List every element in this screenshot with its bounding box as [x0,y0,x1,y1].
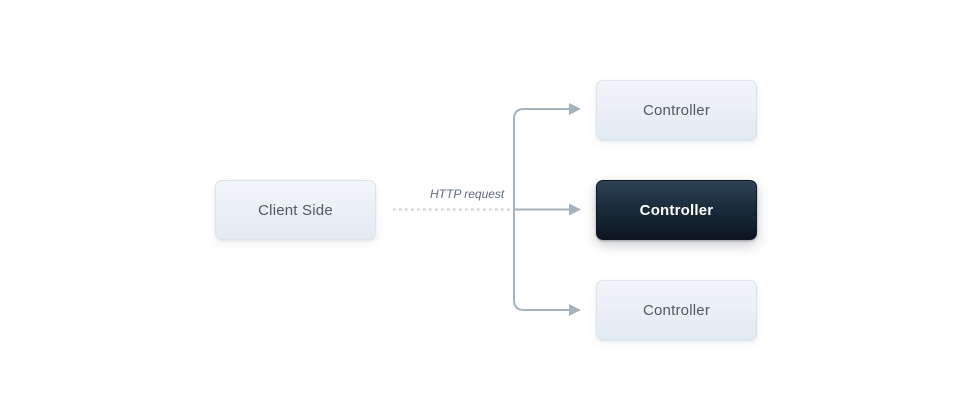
node-controller-bottom-label: Controller [642,301,711,319]
node-controller-top[interactable]: Controller [596,80,757,140]
node-client-side-label: Client Side [258,201,333,219]
node-controller-middle-label: Controller [639,201,714,219]
branch-arrow-top [513,103,581,120]
node-controller-bottom[interactable]: Controller [596,280,757,340]
node-client-side[interactable]: Client Side [215,180,376,240]
branch-arrow-bottom [513,299,581,316]
node-controller-top-label: Controller [642,101,711,119]
node-controller-middle[interactable]: Controller [596,180,757,240]
edge-label-http-request: HTTP request [430,187,505,201]
